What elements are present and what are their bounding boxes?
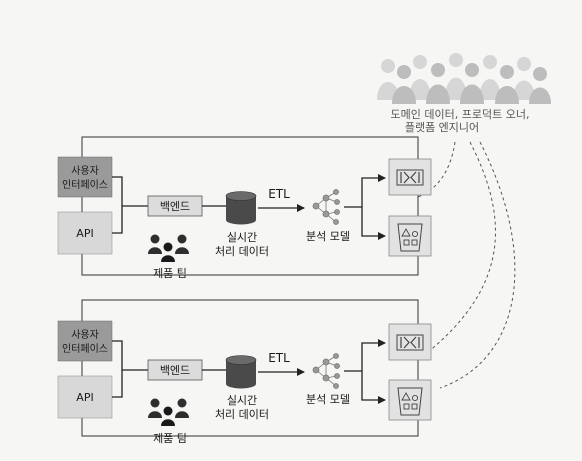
panel-1-analytics-label: 분석 모델 — [306, 230, 350, 243]
panel-1-network-graph-icon — [312, 189, 340, 225]
consumers-label-line2: 플랫폼 엔지니어 — [405, 121, 479, 134]
panel-1-backend-label: 백엔드 — [160, 200, 190, 213]
consumer-people-icon — [377, 53, 551, 104]
panel-1-api-label: API — [76, 227, 93, 240]
consumer-dashed-links — [417, 141, 516, 389]
panel-1-frame — [81, 136, 419, 276]
panel-1-ui-label-line1: 사용자 — [71, 165, 99, 177]
panel-1-ui-box — [57, 156, 113, 198]
panel-1-etl-label: ETL — [268, 187, 290, 201]
panel-2-ui-box — [57, 320, 113, 362]
panel-2: 사용자 인터페이스 API 백엔드 실시간 처리 데이터 ETL — [57, 299, 432, 445]
panel-1-bucket-icon — [388, 215, 432, 257]
panel-1-db-label-line2: 처리 데이터 — [215, 245, 269, 258]
panel-1-stream-icon — [388, 158, 432, 196]
panel-2-backend-label: 백엔드 — [160, 364, 190, 377]
panel-1-db-label-line1: 실시간 — [227, 231, 257, 244]
panel-2-team-label: 제품 팀 — [153, 432, 187, 445]
consumers-label-line1: 도메인 데이터, 프로덕트 오너, — [391, 108, 530, 121]
consumers-group: 도메인 데이터, 프로덕트 오너, 플랫폼 엔지니어 — [377, 53, 551, 134]
panel-2-database-icon — [225, 355, 257, 389]
panel-2-api-label: API — [76, 391, 93, 404]
panel-1-ui-label-line2: 인터페이스 — [62, 179, 108, 191]
panel-1-team-icon — [148, 234, 189, 262]
panel-1-api-box — [57, 211, 113, 255]
panel-2-db-label-line2: 처리 데이터 — [215, 408, 269, 421]
panel-2-ui-label-line1: 사용자 — [71, 329, 99, 341]
panel-2-stream-icon — [388, 323, 432, 361]
panel-1-team-label: 제품 팀 — [153, 267, 187, 280]
panel-2-ui-label-line2: 인터페이스 — [62, 343, 108, 355]
panel-2-api-box — [57, 375, 113, 419]
panel-2-etl-label: ETL — [268, 351, 290, 365]
panel-2-bucket-icon — [388, 379, 432, 421]
panel-1: 사용자 인터페이스 API 백엔드 실시간 처리 데이터 ETL — [57, 136, 432, 280]
panel-2-team-icon — [148, 398, 189, 426]
panel-2-network-graph-icon — [312, 353, 340, 389]
panel-2-frame — [81, 299, 419, 437]
panel-2-analytics-label: 분석 모델 — [306, 393, 350, 406]
panel-2-db-label-line1: 실시간 — [227, 394, 257, 407]
panel-1-database-icon — [225, 191, 257, 225]
